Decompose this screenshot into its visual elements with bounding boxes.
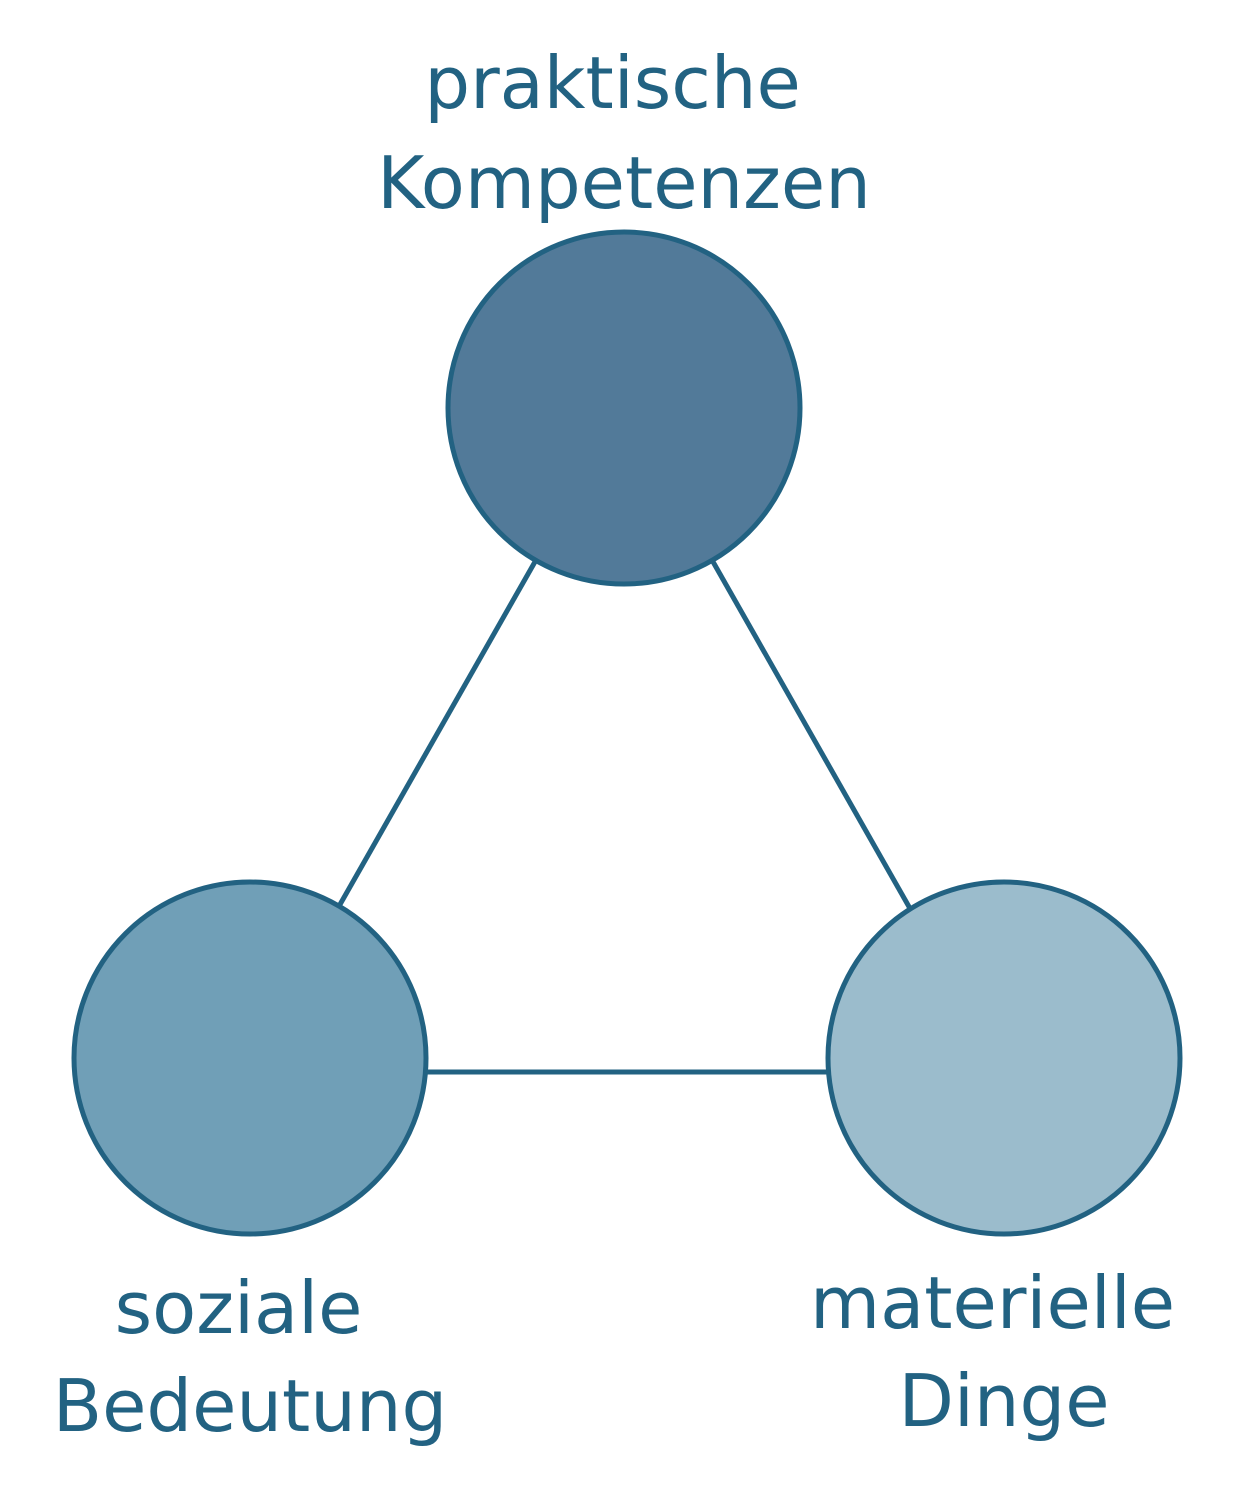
node-circle-soziale-bedeutung — [71, 879, 429, 1237]
connections — [335, 558, 915, 1075]
label-soziale-bedeutung: soziale Bedeutung — [53, 1266, 448, 1448]
label-praktische-kompetenzen-line-1: praktische — [424, 41, 800, 125]
label-soziale-bedeutung-line-1: soziale — [115, 1266, 363, 1350]
edge-praktische-kompetenzen-to-soziale-bedeutung — [335, 558, 539, 910]
node-circle-praktische-kompetenzen — [445, 229, 803, 587]
node-circle-materielle-dinge — [825, 879, 1183, 1237]
label-materielle-dinge-line-2: Dinge — [898, 1359, 1109, 1443]
label-materielle-dinge-line-1: materielle — [810, 1261, 1175, 1345]
label-soziale-bedeutung-line-2: Bedeutung — [53, 1364, 448, 1448]
label-praktische-kompetenzen-line-2: Kompetenzen — [377, 141, 871, 225]
label-praktische-kompetenzen: praktische Kompetenzen — [377, 41, 871, 225]
labels: praktische Kompetenzen soziale Bedeutung… — [53, 41, 1198, 1448]
edge-praktische-kompetenzen-to-materielle-dinge — [709, 558, 915, 914]
nodes — [71, 229, 1183, 1237]
label-materielle-dinge: materielle Dinge — [810, 1261, 1198, 1443]
